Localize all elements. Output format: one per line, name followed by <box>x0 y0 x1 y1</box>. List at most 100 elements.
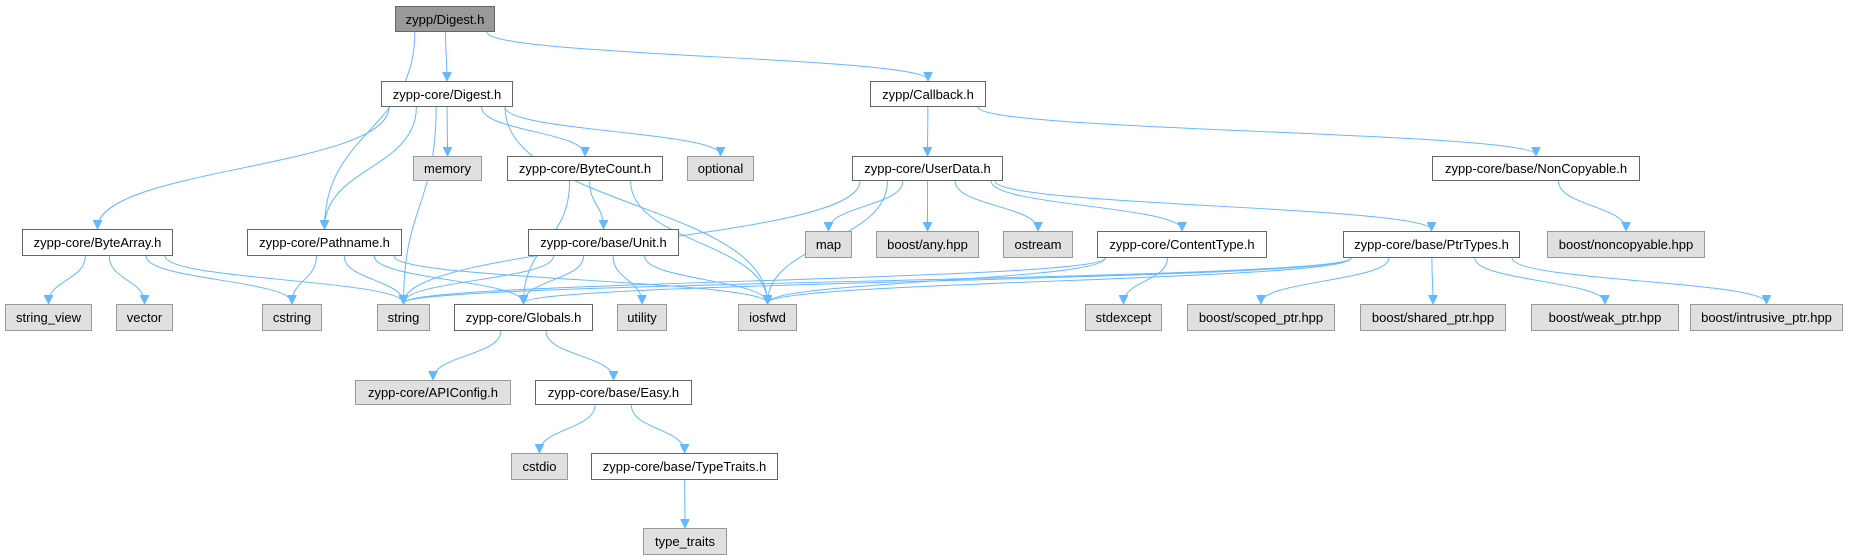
node-map[interactable]: map <box>805 231 852 258</box>
node-label: string_view <box>15 310 82 325</box>
node-label: iosfwd <box>749 310 786 325</box>
edge-core-digest-to-optional <box>504 106 721 155</box>
node-apiconfig[interactable]: zypp-core/APIConfig.h <box>355 380 511 405</box>
edge-userdata-to-contenttype <box>990 180 1182 230</box>
edge-unit-to-utility <box>612 255 642 303</box>
node-label: zypp/Digest.h <box>405 11 485 27</box>
node-label: zypp-core/ByteCount.h <box>518 161 652 176</box>
node-label: optional <box>697 161 744 176</box>
node-boost-noncopyable[interactable]: boost/noncopyable.hpp <box>1547 231 1705 258</box>
edge-contenttype-to-string <box>404 257 1106 303</box>
node-label: boost/any.hpp <box>887 237 968 252</box>
node-label: map <box>815 237 842 252</box>
node-label: zypp-core/ContentType.h <box>1109 237 1255 252</box>
edge-pathname-to-globals <box>373 255 523 303</box>
node-bytecount[interactable]: zypp-core/ByteCount.h <box>507 156 663 181</box>
node-label: cstring <box>272 310 312 325</box>
edge-pathname-to-cstring <box>292 255 317 303</box>
edge-ptrtypes-to-boost-scoped <box>1261 257 1390 303</box>
node-stdexcept[interactable]: stdexcept <box>1085 304 1162 331</box>
node-label: zypp-core/ByteArray.h <box>33 235 162 250</box>
node-type-traits[interactable]: type_traits <box>643 528 727 555</box>
edge-callback-to-noncopyable-h <box>977 106 1536 155</box>
node-label: ostream <box>1014 237 1062 252</box>
edge-zypp-digest-to-pathname <box>325 31 416 228</box>
node-label: type_traits <box>655 534 715 549</box>
node-label: boost/weak_ptr.hpp <box>1548 310 1662 325</box>
node-ostream[interactable]: ostream <box>1003 231 1073 258</box>
node-callback[interactable]: zypp/Callback.h <box>870 81 986 107</box>
node-label: zypp-core/base/Easy.h <box>547 385 680 400</box>
edge-bytearray-to-string-view <box>49 255 86 303</box>
edge-ptrtypes-to-globals <box>524 257 1352 303</box>
edge-core-digest-to-bytecount <box>481 106 586 155</box>
edge-zypp-digest-to-callback <box>486 31 928 80</box>
edge-globals-to-easy <box>545 330 614 379</box>
edge-zypp-digest-to-core-digest <box>446 31 448 80</box>
edge-bytearray-to-cstring <box>145 255 292 303</box>
node-ptrtypes[interactable]: zypp-core/base/PtrTypes.h <box>1343 231 1520 258</box>
edge-ptrtypes-to-boost-shared <box>1432 257 1433 303</box>
edge-pathname-to-iosfwd <box>393 255 768 303</box>
node-label: memory <box>424 161 471 176</box>
edge-ptrtypes-to-boost-weak <box>1474 257 1605 303</box>
node-noncopyable-h[interactable]: zypp-core/base/NonCopyable.h <box>1432 156 1640 181</box>
node-boost-shared[interactable]: boost/shared_ptr.hpp <box>1360 304 1506 331</box>
node-label: stdexcept <box>1095 310 1152 325</box>
node-easy[interactable]: zypp-core/base/Easy.h <box>535 380 692 405</box>
node-utility[interactable]: utility <box>617 304 667 331</box>
node-userdata[interactable]: zypp-core/UserData.h <box>852 156 1003 181</box>
node-boost-scoped[interactable]: boost/scoped_ptr.hpp <box>1187 304 1335 331</box>
edge-noncopyable-h-to-boost-noncopyable <box>1558 180 1627 230</box>
node-unit[interactable]: zypp-core/base/Unit.h <box>528 229 679 256</box>
node-string-view[interactable]: string_view <box>5 304 92 331</box>
node-vector[interactable]: vector <box>116 304 173 331</box>
node-globals[interactable]: zypp-core/Globals.h <box>454 304 593 331</box>
node-label: utility <box>627 310 657 325</box>
edge-unit-to-iosfwd <box>644 255 768 303</box>
edge-unit-to-string <box>404 255 554 303</box>
node-pathname[interactable]: zypp-core/Pathname.h <box>247 229 402 256</box>
node-label: boost/scoped_ptr.hpp <box>1198 310 1324 325</box>
node-label: cstdio <box>522 459 557 474</box>
edge-userdata-to-ptrtypes <box>994 180 1432 230</box>
node-boost-any[interactable]: boost/any.hpp <box>876 231 979 258</box>
edge-bytecount-to-iosfwd <box>630 180 768 303</box>
node-label: zypp-core/Digest.h <box>392 86 502 102</box>
edge-easy-to-cstdio <box>540 404 596 452</box>
node-cstdio[interactable]: cstdio <box>511 453 568 480</box>
edge-bytecount-to-unit <box>589 180 604 228</box>
node-label: string <box>387 310 420 325</box>
node-bytearray[interactable]: zypp-core/ByteArray.h <box>22 229 173 256</box>
edge-contenttype-to-stdexcept <box>1124 257 1168 303</box>
node-memory[interactable]: memory <box>413 156 482 181</box>
node-label: zypp-core/base/TypeTraits.h <box>602 459 767 474</box>
node-label: zypp-core/APIConfig.h <box>367 385 499 400</box>
edge-userdata-to-map <box>829 180 904 230</box>
node-boost-weak[interactable]: boost/weak_ptr.hpp <box>1531 304 1679 331</box>
node-iosfwd[interactable]: iosfwd <box>738 304 797 331</box>
node-core-digest[interactable]: zypp-core/Digest.h <box>381 81 513 107</box>
edge-bytearray-to-vector <box>108 255 144 303</box>
edge-ptrtypes-to-string <box>404 257 1352 303</box>
node-label: boost/noncopyable.hpp <box>1558 237 1694 252</box>
edge-ptrtypes-to-iosfwd <box>768 257 1352 303</box>
node-optional[interactable]: optional <box>687 156 754 181</box>
edge-core-digest-to-pathname <box>325 106 417 228</box>
edge-core-digest-to-iosfwd <box>504 106 768 303</box>
node-contenttype[interactable]: zypp-core/ContentType.h <box>1097 231 1267 258</box>
node-label: zypp-core/Pathname.h <box>259 235 390 250</box>
edge-ptrtypes-to-boost-intrusive <box>1511 257 1767 303</box>
node-label: zypp-core/UserData.h <box>864 161 991 176</box>
node-string[interactable]: string <box>377 304 430 331</box>
node-zypp-digest[interactable]: zypp/Digest.h <box>395 6 495 32</box>
node-typetraits-h[interactable]: zypp-core/base/TypeTraits.h <box>591 453 778 480</box>
node-label: boost/intrusive_ptr.hpp <box>1701 310 1832 325</box>
node-cstring[interactable]: cstring <box>262 304 322 331</box>
node-label: boost/shared_ptr.hpp <box>1371 310 1495 325</box>
edge-globals-to-apiconfig <box>433 330 502 379</box>
node-boost-intrusive[interactable]: boost/intrusive_ptr.hpp <box>1690 304 1843 331</box>
node-label: zypp-core/base/NonCopyable.h <box>1444 161 1628 176</box>
